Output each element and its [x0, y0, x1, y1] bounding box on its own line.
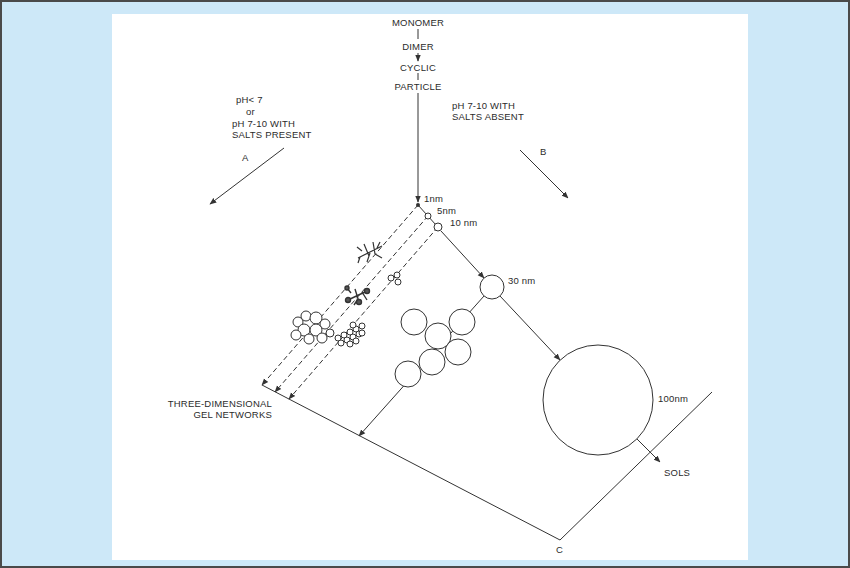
growth-arrow: [637, 439, 660, 462]
small-particle-cluster: [335, 322, 365, 347]
sequence-line: [418, 29, 419, 39]
diagram-label: pH 7-10 WITH SALTS PRESENT: [232, 118, 314, 140]
branch-knob: [365, 289, 370, 294]
diagram-label: CYCLIC: [400, 62, 436, 73]
aggregate-part: [326, 329, 334, 337]
aggregation-path: [262, 205, 418, 385]
aggregation-path: [289, 227, 438, 399]
branched-aggregate: [345, 286, 370, 305]
small-particle: [359, 330, 365, 336]
diagram-label: C: [556, 544, 563, 555]
particle-5nm: [425, 213, 431, 219]
diagram-label: A: [242, 152, 249, 163]
chain-particle: [401, 309, 427, 335]
aggregation-path: [359, 296, 484, 436]
small-particle: [394, 272, 400, 278]
particle-10nm: [434, 223, 442, 231]
coral-aggregate: [291, 311, 334, 344]
chain-particle: [419, 349, 445, 375]
chain-particle: [449, 309, 475, 335]
branched-aggregate: [357, 242, 382, 263]
growth-path: [418, 205, 436, 225]
diagram-label: pH< 7: [236, 94, 263, 105]
white-panel: [112, 14, 748, 560]
small-particle: [395, 279, 401, 285]
diagram-label: 100nm: [658, 393, 688, 404]
diagram-label: B: [540, 146, 547, 157]
small-particle: [338, 340, 344, 346]
diagram-label: MONOMER: [392, 17, 444, 28]
particle-1nm: [416, 203, 420, 207]
branch-knob: [346, 298, 351, 303]
small-particle-cluster: [388, 272, 401, 285]
aggregate-part: [301, 311, 311, 321]
diagram-label: SOLS: [664, 467, 690, 478]
path-b-arrow: [520, 150, 568, 198]
growth-arrow: [441, 231, 484, 278]
small-particle: [388, 275, 394, 281]
diagram-label: 1nm: [424, 193, 443, 204]
aggregate-part: [317, 333, 327, 343]
aggregation-path: [275, 216, 428, 392]
diagram-label: 30 nm: [508, 275, 535, 286]
diagram-label: or: [246, 106, 255, 117]
growth-arrow: [500, 296, 560, 360]
particle-chain: [395, 309, 475, 387]
diagram-label: THREE-DIMENSIONAL GEL NETWORKS: [160, 398, 272, 420]
diagram-label: 5nm: [437, 205, 456, 216]
diagram-label: DIMER: [402, 41, 434, 52]
sequence-arrow: [418, 93, 419, 202]
frame-edge: [262, 385, 560, 540]
branch-knob: [357, 300, 362, 305]
branch-knob: [345, 286, 349, 290]
particle-30nm: [480, 275, 504, 299]
diagram-label: PARTICLE: [394, 81, 441, 92]
aggregate-part: [304, 334, 314, 344]
small-particle: [353, 338, 359, 344]
diagram-label: pH 7-10 WITH SALTS ABSENT: [452, 100, 534, 122]
chain-particle: [395, 361, 421, 387]
small-particle: [359, 323, 365, 329]
sequence-arrow: [418, 53, 419, 61]
path-a-arrow: [210, 148, 284, 204]
chain-particle: [445, 339, 471, 365]
particle-100nm: [543, 345, 653, 455]
branch: [357, 242, 382, 263]
sequence-line: [418, 73, 419, 80]
small-particle: [347, 341, 353, 347]
diagram-label: 10 nm: [450, 217, 477, 228]
small-particle: [350, 322, 356, 328]
aggregate-part: [291, 330, 301, 340]
